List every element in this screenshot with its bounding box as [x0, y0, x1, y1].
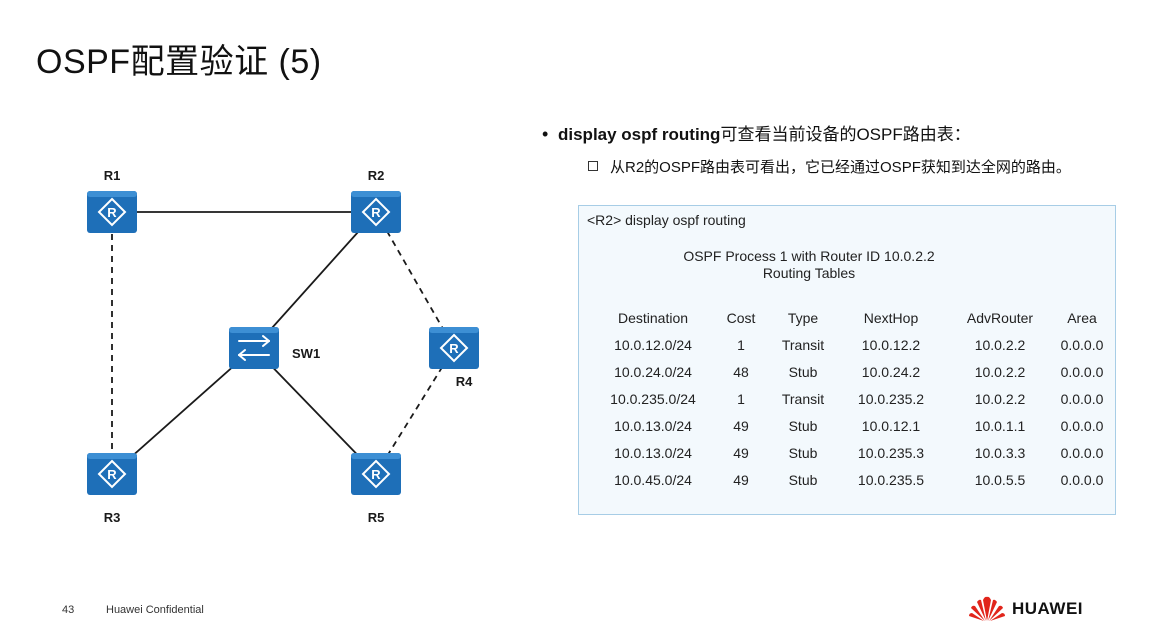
cell-advrouter: 10.0.2.2 — [974, 336, 1026, 353]
table-row: 10.0.13.0/24 49 Stub 10.0.235.3 10.0.3.3… — [595, 439, 1111, 466]
routing-table: Destination Cost Type NextHop AdvRouter … — [595, 304, 1111, 493]
svg-text:R: R — [107, 467, 117, 482]
cell-nexthop: 10.0.235.2 — [857, 390, 925, 407]
bullet-dot-icon: • — [542, 124, 549, 144]
svg-text:R: R — [107, 205, 117, 220]
cell-nexthop: 10.0.235.5 — [857, 471, 925, 488]
cell-area: 0.0.0.0 — [1060, 390, 1104, 407]
cell-cost: 49 — [733, 444, 749, 461]
cell-destination: 10.0.24.0/24 — [614, 363, 692, 380]
col-header-destination: Destination — [617, 309, 689, 326]
router-icon: R — [87, 191, 137, 233]
table-row: 10.0.24.0/24 48 Stub 10.0.24.2 10.0.2.2 … — [595, 358, 1111, 385]
router-icon: R — [87, 453, 137, 495]
console-command: <R2> display ospf routing — [587, 212, 746, 228]
cell-area: 0.0.0.0 — [1060, 363, 1104, 380]
cell-cost: 49 — [733, 417, 749, 434]
command-name: display ospf routing — [558, 125, 721, 144]
cell-area: 0.0.0.0 — [1060, 471, 1104, 488]
cell-cost: 49 — [733, 471, 749, 488]
link-r2-r4 — [375, 211, 455, 349]
node-label-r4: R4 — [456, 374, 473, 389]
cell-advrouter: 10.0.2.2 — [974, 390, 1026, 407]
router-icon: R — [429, 327, 479, 369]
cell-advrouter: 10.0.1.1 — [974, 417, 1026, 434]
process-line: OSPF Process 1 with Router ID 10.0.2.2 — [683, 248, 935, 264]
table-row: 10.0.45.0/24 49 Stub 10.0.235.5 10.0.5.5… — [595, 466, 1111, 493]
node-label-r2: R2 — [368, 168, 385, 183]
cell-cost: 1 — [737, 336, 745, 353]
logo-text: HUAWEI — [1012, 599, 1083, 618]
routing-tables-line: Routing Tables — [762, 265, 856, 281]
node-label-r5: R5 — [368, 510, 385, 525]
cell-cost: 48 — [733, 363, 749, 380]
huawei-petal-icon — [969, 596, 1005, 621]
cell-destination: 10.0.12.0/24 — [614, 336, 692, 353]
cell-area: 0.0.0.0 — [1060, 444, 1104, 461]
cell-area: 0.0.0.0 — [1060, 417, 1104, 434]
page-number: 43 — [62, 604, 75, 616]
cell-nexthop: 10.0.235.3 — [857, 444, 925, 461]
cell-destination: 10.0.13.0/24 — [614, 444, 692, 461]
node-label-r1: R1 — [104, 168, 121, 183]
router-icon: R — [351, 191, 401, 233]
link-sw1-r3 — [111, 347, 255, 475]
routing-table-header: Destination Cost Type NextHop AdvRouter … — [595, 304, 1111, 331]
router-icon: R — [351, 453, 401, 495]
cell-nexthop: 10.0.12.2 — [861, 336, 921, 353]
cell-advrouter: 10.0.5.5 — [974, 471, 1026, 488]
table-row: 10.0.13.0/24 49 Stub 10.0.12.1 10.0.1.1 … — [595, 412, 1111, 439]
table-row: 10.0.12.0/24 1 Transit 10.0.12.2 10.0.2.… — [595, 331, 1111, 358]
col-header-advrouter: AdvRouter — [966, 309, 1034, 326]
cell-type: Stub — [788, 444, 818, 461]
svg-text:R: R — [371, 205, 381, 220]
cell-destination: 10.0.235.0/24 — [610, 390, 696, 407]
huawei-logo: HUAWEI — [968, 596, 1083, 622]
svg-text:R: R — [371, 467, 381, 482]
cell-advrouter: 10.0.2.2 — [974, 363, 1026, 380]
svg-text:R: R — [449, 341, 459, 356]
col-header-cost: Cost — [726, 309, 756, 326]
cell-type: Stub — [788, 363, 818, 380]
cell-type: Transit — [781, 336, 825, 353]
sub-bullet: 从R2的OSPF路由表可看出，它已经通过OSPF获知到达全网的路由。 — [588, 156, 1071, 177]
col-header-type: Type — [787, 309, 819, 326]
cell-nexthop: 10.0.24.2 — [861, 363, 921, 380]
node-label-sw1: SW1 — [292, 346, 320, 361]
cell-destination: 10.0.13.0/24 — [614, 417, 692, 434]
link-r2-sw1 — [253, 211, 377, 349]
console-output-box: <R2> display ospf routing OSPF Process 1… — [578, 205, 1116, 515]
cell-destination: 10.0.45.0/24 — [614, 471, 692, 488]
main-bullet-text: 可查看当前设备的OSPF路由表： — [720, 125, 971, 144]
main-bullet: • display ospf routing可查看当前设备的OSPF路由表： — [542, 120, 971, 145]
cell-type: Stub — [788, 417, 818, 434]
cell-nexthop: 10.0.12.1 — [861, 417, 921, 434]
table-row: 10.0.235.0/24 1 Transit 10.0.235.2 10.0.… — [595, 385, 1111, 412]
confidential-label: Huawei Confidential — [106, 604, 204, 616]
node-label-r3: R3 — [104, 510, 121, 525]
cell-type: Stub — [788, 471, 818, 488]
cell-type: Transit — [781, 390, 825, 407]
col-header-nexthop: NextHop — [863, 309, 919, 326]
cell-cost: 1 — [737, 390, 745, 407]
col-header-area: Area — [1067, 309, 1097, 326]
cell-area: 0.0.0.0 — [1060, 336, 1104, 353]
cell-advrouter: 10.0.3.3 — [974, 444, 1026, 461]
slide-title: OSPF配置验证 (5) — [36, 43, 322, 81]
square-bullet-icon — [588, 161, 598, 171]
switch-icon — [229, 327, 279, 369]
sub-bullet-text: 从R2的OSPF路由表可看出，它已经通过OSPF获知到达全网的路由。 — [610, 159, 1071, 176]
